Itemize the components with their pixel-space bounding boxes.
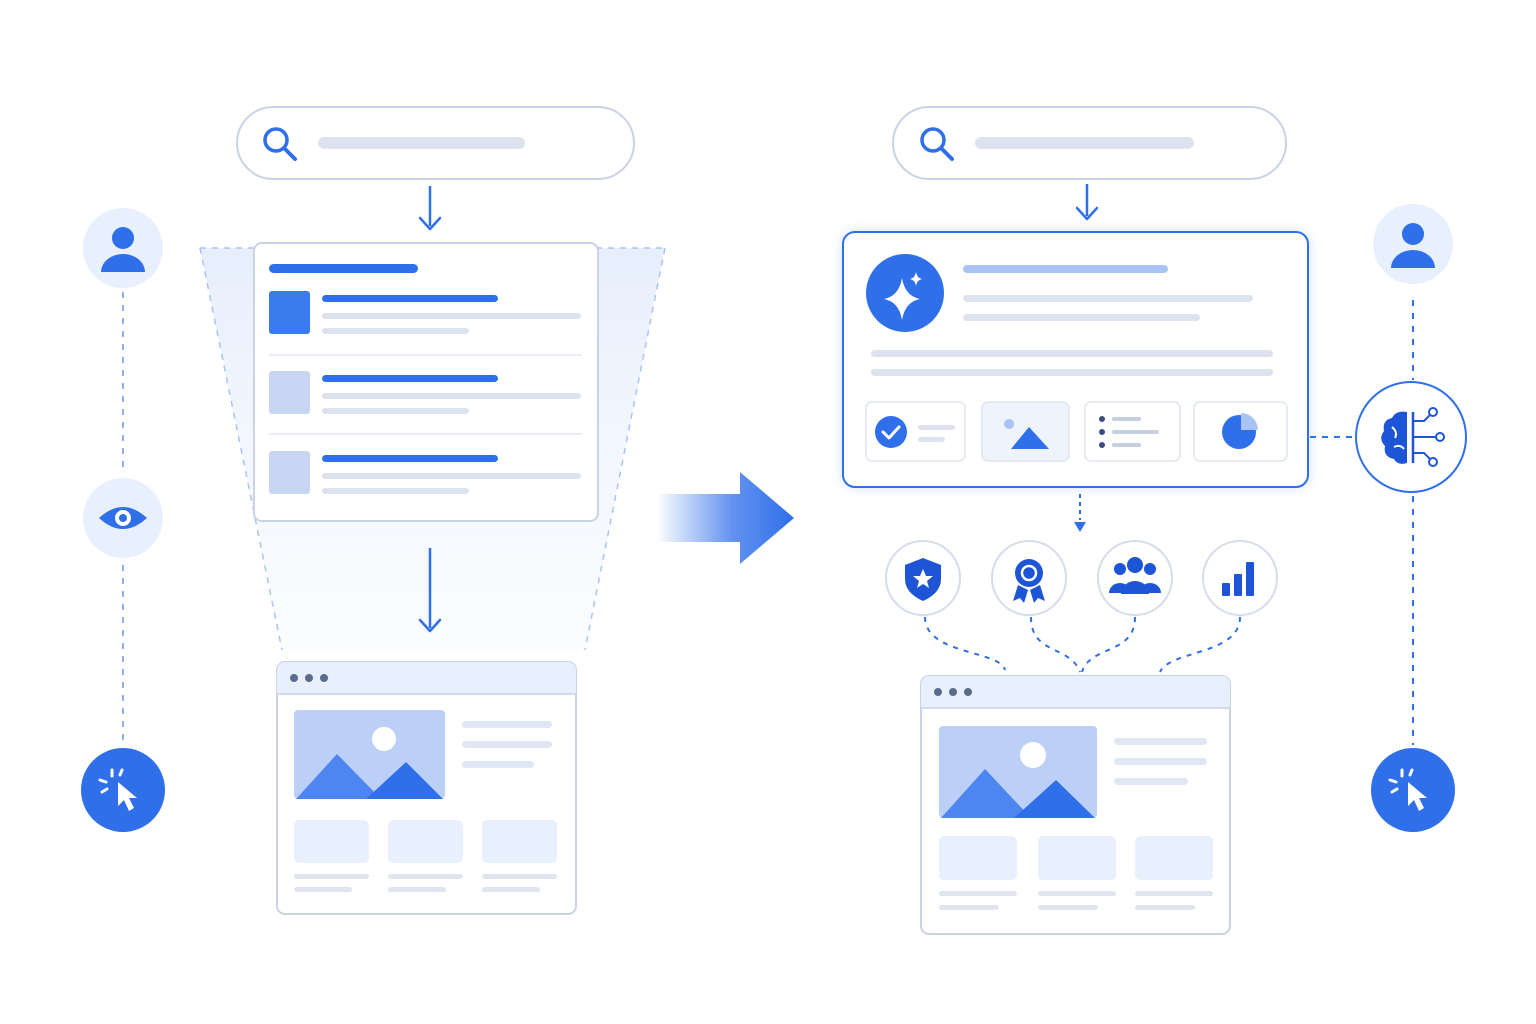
image-icon	[1004, 419, 1049, 449]
result-item[interactable]	[269, 291, 581, 334]
landing-page-window	[276, 661, 577, 915]
result-item[interactable]	[269, 371, 581, 414]
search-query-placeholder	[975, 137, 1194, 149]
check-circle-icon	[875, 416, 907, 448]
award-ribbon-icon	[991, 540, 1067, 616]
image-icon	[939, 726, 1097, 818]
search-query-placeholder	[318, 137, 525, 149]
people-group-icon	[1097, 540, 1173, 616]
window-dot	[964, 688, 972, 696]
window-dot	[320, 674, 328, 682]
results-heading-placeholder	[269, 264, 418, 273]
landing-page-window	[920, 675, 1231, 935]
eye-icon	[83, 478, 163, 558]
left-user-journey	[81, 208, 165, 832]
left-panel-traditional-search	[199, 106, 666, 915]
sparkle-icon	[866, 254, 944, 332]
list-icon	[1099, 416, 1159, 448]
window-dot	[934, 688, 942, 696]
right-panel-ai-search	[842, 106, 1356, 935]
cursor-click-icon	[1371, 748, 1455, 832]
right-user-journey	[1355, 204, 1467, 832]
pie-chart-icon	[1222, 413, 1258, 449]
trust-signals	[885, 540, 1278, 673]
window-dot	[305, 674, 313, 682]
window-dot	[290, 674, 298, 682]
ai-answer-card[interactable]	[842, 231, 1309, 488]
bar-chart-icon	[1202, 540, 1278, 616]
shield-star-icon	[885, 540, 961, 616]
results-list	[253, 242, 599, 522]
user-icon	[1373, 204, 1453, 284]
search-icon	[920, 127, 954, 161]
search-icon	[263, 127, 297, 161]
answer-chip-check[interactable]	[865, 401, 966, 462]
arrow-right-icon	[656, 472, 794, 564]
image-icon	[294, 710, 445, 799]
answer-chip-list[interactable]	[1084, 401, 1181, 462]
search-bar[interactable]	[236, 106, 635, 180]
window-dot	[949, 688, 957, 696]
answer-chip-image[interactable]	[981, 401, 1070, 462]
user-icon	[83, 208, 163, 288]
answer-chip-chart[interactable]	[1193, 401, 1288, 462]
cursor-click-icon	[81, 748, 165, 832]
result-item[interactable]	[269, 451, 581, 494]
ai-brain-circuit-icon	[1355, 381, 1467, 493]
search-bar[interactable]	[892, 106, 1287, 180]
